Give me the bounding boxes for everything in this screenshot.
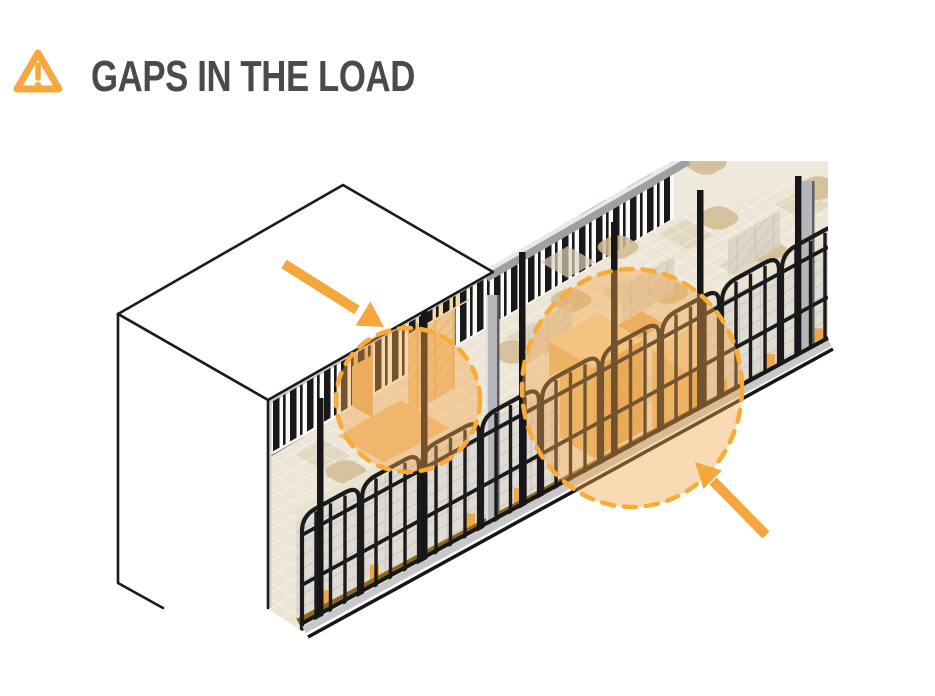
highlight-circle-gap-2-stroke: [519, 266, 745, 510]
gray-pillar-mid: [486, 295, 500, 625]
highlight-circle-gap-1-stroke: [333, 325, 483, 475]
arrow-1: [281, 259, 384, 327]
highlight-circle-gap-2: [522, 269, 742, 507]
highlight-circle-gap-1: [336, 328, 480, 472]
warning-triangle-icon: [13, 49, 63, 93]
page-title: GAPS IN THE LOAD: [91, 52, 415, 101]
arrow-2: [695, 462, 770, 539]
load-step-sides: [520, 210, 781, 368]
gate-rails: [301, 245, 828, 587]
trailer-front-box: [116, 183, 495, 610]
header: GAPS IN THE LOAD: [0, 0, 935, 120]
lattice-gates: [299, 225, 828, 631]
